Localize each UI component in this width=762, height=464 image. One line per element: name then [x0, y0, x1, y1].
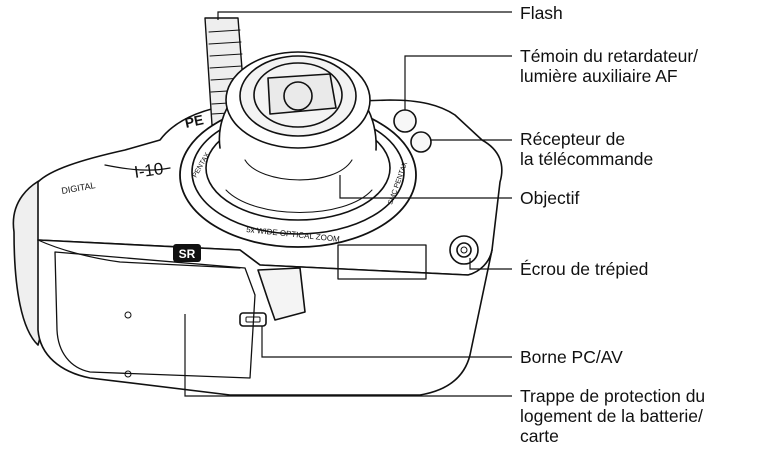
brand-partial: PE: [183, 111, 205, 131]
sr-badge: SR: [173, 244, 201, 262]
pc-av-cover: [257, 267, 306, 321]
leader-self-timer: [404, 55, 512, 110]
callout-pc-av-terminal: Borne PC/AV: [520, 347, 623, 367]
leader-battery: [184, 314, 512, 397]
leader-pc-av: [261, 326, 512, 358]
callout-tripod-socket: Écrou de trépied: [520, 259, 649, 279]
callout-remote-receiver: Récepteur de la télécommande: [520, 129, 654, 169]
svg-text:SR: SR: [179, 247, 196, 261]
leader-flash: [217, 11, 512, 20]
callout-lens: Objectif: [520, 188, 580, 208]
lens-shutter: [267, 73, 337, 115]
remote-receiver: [410, 131, 432, 153]
self-timer-lamp: [393, 109, 417, 133]
leader-lens: [339, 175, 512, 199]
label-window: [337, 244, 427, 280]
pc-av-port: [239, 312, 267, 327]
model-number: I-10: [133, 159, 165, 182]
lens-glass: [283, 81, 313, 111]
callout-flash: Flash: [520, 3, 563, 23]
callout-battery-cover: Trappe de protection du logement de la b…: [520, 386, 706, 446]
callout-self-timer-lamp: Témoin du retardateur/ lumière auxiliair…: [520, 46, 699, 86]
battery-door: [54, 251, 256, 379]
leader-tripod: [469, 258, 512, 270]
tripod-socket: [449, 235, 479, 265]
